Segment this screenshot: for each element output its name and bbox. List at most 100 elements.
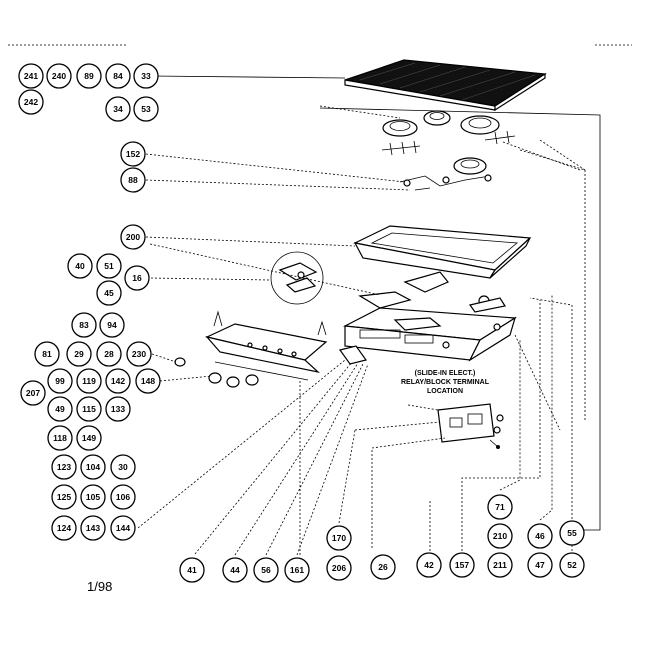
callout-label: 119: [82, 376, 96, 386]
callout-circle: [51, 454, 77, 480]
callout-label: 55: [567, 528, 577, 538]
callout-161: 161: [284, 557, 310, 583]
callout-label: 242: [24, 97, 38, 107]
callout-circle: [487, 552, 513, 578]
callout-circle: [51, 484, 77, 510]
callout-circle: [18, 89, 44, 115]
callout-label: 206: [332, 563, 346, 573]
callout-94: 94: [99, 312, 125, 338]
callout-label: 230: [132, 349, 146, 359]
callout-label: 83: [79, 320, 89, 330]
callout-149: 149: [76, 425, 102, 451]
callout-circle: [120, 167, 146, 193]
callout-71: 71: [487, 494, 513, 520]
callout-label: 51: [104, 261, 114, 271]
callout-circle: [110, 454, 136, 480]
callout-circle: [326, 555, 352, 581]
callout-circle: [559, 552, 585, 578]
callout-label: 45: [104, 288, 114, 298]
callout-115: 115: [76, 396, 102, 422]
callout-label: 89: [84, 71, 94, 81]
callout-label: 125: [57, 492, 71, 502]
callout-circle: [105, 63, 131, 89]
callout-circle: [487, 494, 513, 520]
callout-circle: [126, 341, 152, 367]
callout-circle: [71, 312, 97, 338]
callout-210: 210: [487, 523, 513, 549]
callout-99: 99: [47, 368, 73, 394]
callout-label: 71: [495, 502, 505, 512]
date-code: 1/98: [87, 579, 112, 594]
callout-label: 104: [86, 462, 100, 472]
note-line-3: LOCATION: [427, 388, 463, 395]
surface-elements: [381, 110, 516, 191]
callout-label: 133: [111, 404, 125, 414]
callout-circle: [47, 396, 73, 422]
callout-circle: [133, 63, 159, 89]
note-line-2: RELAY/BLOCK TERMINAL: [401, 379, 490, 386]
callout-circle: [135, 368, 161, 394]
callout-circle: [449, 552, 475, 578]
callout-81: 81: [34, 341, 60, 367]
callout-label: 170: [332, 533, 346, 543]
callout-circle: [76, 368, 102, 394]
callout-88: 88: [120, 167, 146, 193]
callout-105: 105: [80, 484, 106, 510]
callout-circle: [67, 253, 93, 279]
callout-circle: [20, 380, 46, 406]
callout-label: 99: [55, 376, 65, 386]
callout-label: 16: [132, 273, 142, 283]
callout-circle: [18, 63, 44, 89]
callout-label: 124: [57, 523, 71, 533]
callout-label: 142: [111, 376, 125, 386]
callout-label: 42: [424, 560, 434, 570]
mounting-brackets: [358, 271, 506, 313]
callout-label: 207: [26, 388, 40, 398]
callout-34: 34: [105, 96, 131, 122]
callout-240: 240: [46, 63, 72, 89]
control-housing: [338, 307, 517, 365]
callout-30: 30: [110, 454, 136, 480]
callout-circle: [527, 523, 553, 549]
callout-circle: [253, 557, 279, 583]
callout-label: 34: [113, 104, 123, 114]
callout-56: 56: [253, 557, 279, 583]
front-control-panel: [174, 310, 328, 388]
callout-84: 84: [105, 63, 131, 89]
callout-124: 124: [51, 515, 77, 541]
callout-label: 88: [128, 175, 138, 185]
callout-circle: [76, 425, 102, 451]
callout-circle: [370, 554, 396, 580]
callout-circle: [96, 341, 122, 367]
callout-200: 200: [120, 224, 146, 250]
callout-152: 152: [120, 141, 146, 167]
callout-circle: [47, 368, 73, 394]
callout-41: 41: [179, 557, 205, 583]
note-line-1: (SLIDE-IN ELECT.): [415, 370, 476, 377]
callout-circle: [124, 265, 150, 291]
callout-label: 33: [141, 71, 151, 81]
callout-circle: [46, 63, 72, 89]
callout-label: 143: [86, 523, 100, 533]
callout-label: 144: [116, 523, 130, 533]
cooktop-glass-top: [344, 59, 547, 112]
callout-119: 119: [76, 368, 102, 394]
callout-29: 29: [66, 341, 92, 367]
callout-circle: [34, 341, 60, 367]
callout-circle: [66, 341, 92, 367]
callout-242: 242: [18, 89, 44, 115]
callout-label: 40: [75, 261, 85, 271]
callout-circle: [99, 312, 125, 338]
callout-211: 211: [487, 552, 513, 578]
callout-label: 53: [141, 104, 151, 114]
callout-label: 123: [57, 462, 71, 472]
callout-label: 148: [141, 376, 155, 386]
callout-83: 83: [71, 312, 97, 338]
callout-label: 49: [55, 404, 65, 414]
callout-123: 123: [51, 454, 77, 480]
callout-144: 144: [110, 515, 136, 541]
callout-104: 104: [80, 454, 106, 480]
callout-label: 152: [126, 149, 140, 159]
callout-label: 241: [24, 71, 38, 81]
